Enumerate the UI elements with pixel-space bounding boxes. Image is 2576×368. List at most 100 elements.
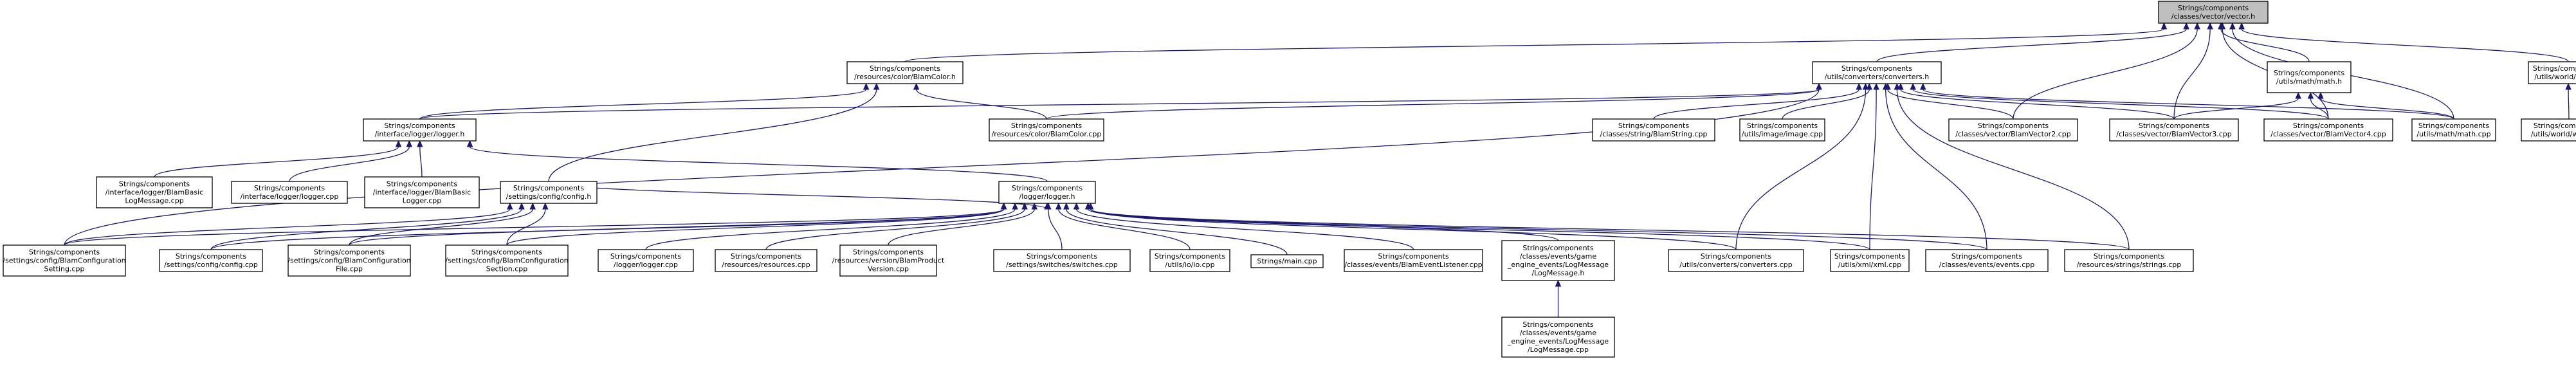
graph-node-cfg-setting-cpp[interactable]: Strings/components/settings/config/BlamC…: [3, 244, 126, 277]
node-label-line: Strings/components: [1522, 244, 1593, 252]
graph-node-logger-cpp[interactable]: Strings/components/logger/logger.cpp: [598, 249, 694, 272]
edge-arrowhead: [529, 202, 536, 210]
node-label-line: Strings/components: [314, 248, 385, 257]
node-box: [1739, 118, 1825, 142]
graph-node-image-cpp[interactable]: Strings/components/utils/image/image.cpp: [1739, 118, 1825, 142]
node-label-line: Setting.cpp: [44, 265, 85, 273]
node-label-line: Strings/components: [1378, 252, 1448, 261]
edge-arrowhead: [518, 202, 525, 210]
graph-node-io-cpp[interactable]: Strings/components/utils/io/io.cpp: [1149, 249, 1230, 272]
graph-node-eventlistener-cpp[interactable]: Strings/components/classes/events/BlamEv…: [1344, 249, 1483, 272]
node-box: [3, 244, 126, 277]
edge-strings-cpp-to-logger-h: [1087, 202, 2130, 250]
graph-node-cfg-file-cpp[interactable]: Strings/components/settings/config/BlamC…: [288, 244, 411, 277]
edge-blamcolor-cpp-to-blamcolor-h: [913, 82, 1047, 120]
edge-line: [154, 146, 399, 178]
graph-node-vector4-cpp[interactable]: Strings/components/classes/vector/BlamVe…: [2263, 118, 2393, 142]
node-box: [159, 249, 263, 272]
node-label-line: /classes/events/events.cpp: [1939, 261, 2035, 269]
edge-arrowhead: [1862, 82, 1869, 90]
edge-line: [419, 146, 423, 178]
graph-node-iface-logger-cpp[interactable]: Strings/components/interface/logger/logg…: [231, 181, 348, 204]
graph-node-logger-h-iface[interactable]: Strings/components/interface/logger/logg…: [363, 118, 477, 142]
node-label-line: /logger/logger.cpp: [614, 261, 678, 269]
edge-line: [1058, 208, 1191, 250]
graph-node-productversion-cpp[interactable]: Strings/components/resources/version/Bla…: [832, 244, 945, 277]
graph-node-blamcolor-cpp[interactable]: Strings/components/resources/color/BlamC…: [989, 118, 1104, 142]
graph-node-world-h[interactable]: Strings/components/utils/world/world.h: [2528, 61, 2576, 84]
graph-node-logger-h[interactable]: Strings/components/logger/logger.h: [998, 181, 1096, 204]
node-box: [839, 244, 937, 277]
edge-line: [2173, 98, 2299, 120]
node-box: [1948, 118, 2078, 142]
graph-node-converters-h[interactable]: Strings/components/utils/converters/conv…: [1812, 61, 1942, 84]
graph-node-resources-cpp[interactable]: Strings/components/resources/resources.c…: [715, 249, 818, 272]
graph-node-blamstring-cpp[interactable]: Strings/components/classes/string/BlamSt…: [1592, 118, 1715, 142]
graph-node-cfg-section-cpp[interactable]: Strings/components/settings/config/BlamC…: [445, 244, 569, 277]
edge-line: [2013, 28, 2198, 120]
graph-node-converters-cpp[interactable]: Strings/components/utils/converters/conv…: [1668, 249, 1804, 272]
graph-node-math-cpp[interactable]: Strings/components/utils/math/math.cpp: [2411, 118, 2496, 142]
edge-arrowhead: [2219, 22, 2226, 30]
node-label-line: Strings/components: [471, 248, 542, 257]
edge-line: [1090, 208, 1737, 250]
edge-arrowhead: [2307, 91, 2314, 99]
edge-line: [1066, 208, 1288, 255]
edge-line: [1090, 208, 1987, 250]
graph-node-vector2-cpp[interactable]: Strings/components/classes/vector/BlamVe…: [1948, 118, 2078, 142]
node-label-line: /settings/config/BlamConfiguration: [288, 257, 410, 265]
edge-converters-h-to-vector-h: [1876, 22, 2189, 62]
edge-line: [1876, 28, 2187, 62]
edge-line: [64, 208, 511, 246]
graph-node-logmessage-cpp[interactable]: Strings/components/classes/events/game_e…: [1501, 317, 1615, 358]
node-label-line: Strings/components: [176, 252, 246, 261]
edge-line: [1090, 208, 1870, 250]
edge-cfg-section-cpp-to-config-h: [506, 202, 549, 246]
graph-node-blamcolor-h[interactable]: Strings/components/resources/color/BlamC…: [846, 61, 964, 84]
edge-vector3-cpp-to-converters-h: [1897, 82, 2175, 120]
node-label-line: Strings/components: [2533, 64, 2576, 73]
edge-arrowhead: [1063, 202, 1070, 210]
edge-line: [1896, 89, 2130, 250]
edge-math-cpp-to-converters-h: [1919, 82, 2454, 120]
graph-node-basiclogmessage-cpp[interactable]: Strings/components/interface/logger/Blam…: [96, 176, 213, 208]
node-box: [846, 61, 964, 84]
graph-node-main-cpp[interactable]: Strings/main.cpp: [1250, 254, 1324, 268]
edge-arrowhead: [2565, 82, 2571, 90]
edge-cfg-section-cpp-to-logger-h: [506, 202, 1007, 246]
edge-xml-cpp-to-converters-h: [1869, 82, 1879, 250]
edge-line: [1735, 89, 1867, 250]
node-box: [993, 249, 1131, 272]
edge-line: [2220, 28, 2310, 62]
graph-node-vector-h[interactable]: Strings/components/classes/vector/vector…: [2158, 1, 2269, 24]
node-label-line: Strings/components: [1012, 184, 1082, 192]
graph-node-world-cpp[interactable]: Strings/components/utils/world/world.cpp: [2521, 118, 2576, 142]
edge-productversion-cpp-to-logger-h: [888, 202, 1038, 246]
graph-node-vector3-cpp[interactable]: Strings/components/classes/vector/BlamVe…: [2109, 118, 2239, 142]
edge-cfg-setting-cpp-to-converters-h: [64, 82, 1822, 246]
graph-node-switches-cpp[interactable]: Strings/components/settings/switches/swi…: [993, 249, 1131, 272]
edge-arrowhead: [1031, 202, 1038, 210]
node-label-line: /resources/strings/strings.cpp: [2077, 261, 2182, 269]
graph-node-basiclogger-cpp[interactable]: Strings/components/interface/logger/Blam…: [364, 176, 480, 208]
edge-line: [349, 208, 1005, 246]
node-box: [2521, 118, 2576, 142]
graph-node-xml-cpp[interactable]: Strings/components/utils/xml/xml.cpp: [1830, 249, 1910, 272]
graph-node-events-cpp[interactable]: Strings/components/classes/events/events…: [1925, 249, 2049, 272]
node-label-line: /utils/math/math.cpp: [2416, 130, 2490, 138]
node-box: [1592, 118, 1715, 142]
graph-node-config-h[interactable]: Strings/components/settings/config/confi…: [500, 181, 598, 204]
graph-node-config-cpp[interactable]: Strings/components/settings/config/confi…: [159, 249, 263, 272]
edge-logger-cpp-to-logger-h: [645, 202, 1018, 250]
edge-arrowhead: [1001, 202, 1007, 210]
graph-node-logmessage-h[interactable]: Strings/components/classes/events/game_e…: [1501, 240, 1615, 281]
node-box: [2528, 61, 2576, 84]
edge-strings-cpp-to-converters-h: [1894, 82, 2130, 250]
node-box: [1501, 317, 1615, 358]
edge-vector2-cpp-to-converters-h: [1885, 82, 2014, 120]
graph-node-strings-cpp[interactable]: Strings/components/resources/strings/str…: [2064, 249, 2194, 272]
graph-node-math-h[interactable]: Strings/components/utils/math/math.h: [2267, 61, 2352, 93]
edge-line: [1653, 89, 1859, 120]
edge-line: [419, 89, 1820, 120]
